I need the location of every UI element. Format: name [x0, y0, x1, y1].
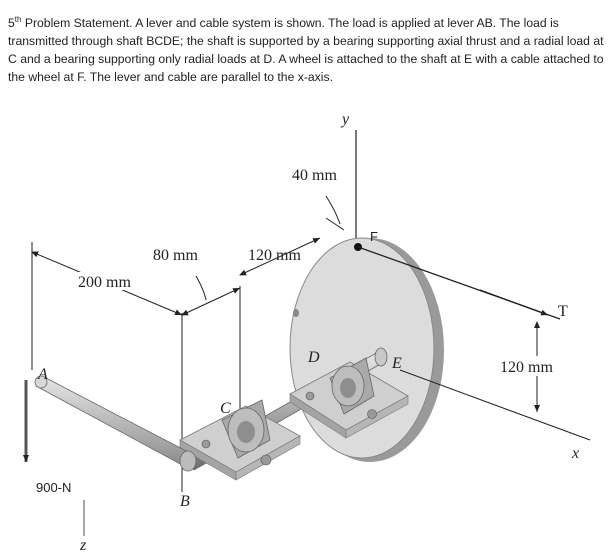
point-F-label: F	[370, 229, 378, 244]
point-E-label: E	[391, 355, 402, 372]
point-C-label: C	[220, 400, 231, 417]
lever-cable-figure: y F T 40 mm 120 mm 80 mm 200 mm	[23, 111, 591, 554]
statement-ordinal-number: 5	[8, 16, 15, 30]
statement-ordinal-suffix: th	[14, 14, 22, 24]
dim-200-label: 200 mm	[78, 274, 131, 291]
statement-text: Problem Statement. A lever and cable sys…	[8, 16, 604, 84]
x-axis-line	[399, 369, 591, 441]
point-D-label: D	[307, 349, 320, 366]
dim-120-right-bg	[498, 356, 574, 376]
dim-200-bg	[76, 272, 148, 290]
dim-80-label: 80 mm	[153, 247, 198, 264]
x-axis-label: x	[571, 445, 579, 462]
lever-AB	[34, 375, 197, 472]
dim-40-pointer	[325, 195, 341, 225]
dim-120-right-label: 120 mm	[500, 359, 553, 376]
bearing-D	[289, 357, 409, 439]
z-axis-label: z	[79, 537, 87, 554]
point-B-label: B	[180, 493, 190, 510]
dim-80-pointer	[195, 275, 207, 301]
dim-40-label: 40 mm	[292, 167, 337, 184]
problem-statement: 5th Problem Statement. A lever and cable…	[8, 14, 604, 86]
point-A-label: A	[37, 366, 48, 383]
dim-40-leader	[325, 217, 345, 231]
tension-label: T	[558, 303, 568, 320]
load-label: 900-N	[36, 480, 71, 495]
bearing-C	[179, 399, 301, 481]
dim-120-arrow	[239, 237, 321, 276]
dim-120-label: 120 mm	[248, 247, 301, 264]
y-axis-label: y	[340, 111, 350, 128]
tension-arrow	[479, 289, 549, 316]
dim-80-arrow	[181, 287, 241, 316]
